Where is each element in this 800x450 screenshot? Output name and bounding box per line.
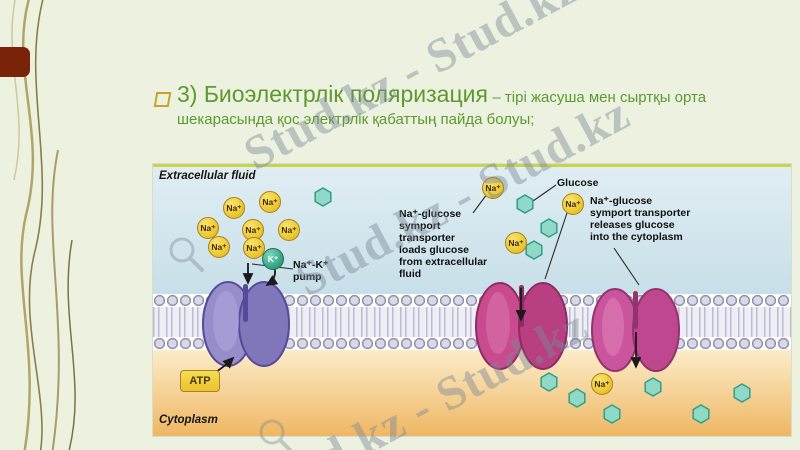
na-ion: Na⁺ — [259, 191, 281, 213]
title-bullet-icon — [153, 92, 172, 107]
na-ion: Na⁺ — [591, 373, 613, 395]
glucose-icon — [568, 388, 586, 408]
symport-transporter-left — [475, 282, 568, 370]
slide-title: 3) Биоэлектрлік поляризация – тірі жасуш… — [177, 80, 755, 131]
glucose-icon — [692, 404, 710, 424]
diagram-art — [202, 184, 751, 424]
figure-top-rule — [153, 164, 791, 167]
na-ion: Na⁺ — [482, 177, 504, 199]
slide-accent-tab — [0, 47, 30, 77]
glucose-icon — [516, 194, 534, 214]
membrane-transport-figure: Extracellular fluid Cytoplasm Na⁺ Na⁺ Na… — [152, 163, 792, 437]
glucose-icon — [540, 218, 558, 238]
pump-label: Na⁺-K⁺ pump — [293, 259, 329, 284]
na-ion: Na⁺ — [208, 236, 230, 258]
atp-badge: ATP — [180, 370, 220, 392]
k-ion: K⁺ — [262, 248, 284, 270]
sodium-potassium-pump — [202, 281, 290, 367]
na-ion: Na⁺ — [505, 232, 527, 254]
symport-load-label: Na⁺-glucose symport transporter loads gl… — [399, 208, 488, 281]
glucose-icon — [644, 377, 662, 397]
glucose-icon — [603, 404, 621, 424]
glucose-icon — [540, 372, 558, 392]
na-ion: Na⁺ — [243, 237, 265, 259]
na-ion: Na⁺ — [278, 219, 300, 241]
symport-release-label: Na⁺-glucose symport transporter releases… — [590, 195, 691, 244]
glucose-label: Glucose — [557, 177, 599, 189]
na-ion: Na⁺ — [223, 197, 245, 219]
slide-title-sub: – тірі жасуша мен сыртқы орта шекарасынд… — [177, 89, 707, 128]
cytoplasm-label: Cytoplasm — [159, 414, 218, 426]
glucose-icon — [733, 383, 751, 403]
slide-title-main: 3) Биоэлектрлік поляризация — [177, 81, 488, 107]
symport-transporter-right — [591, 288, 680, 372]
na-ion: Na⁺ — [562, 193, 584, 215]
na-ion: Na⁺ — [197, 217, 219, 239]
glucose-icon — [314, 187, 332, 207]
extracellular-fluid-label: Extracellular fluid — [159, 170, 256, 182]
glucose-icon — [525, 240, 543, 260]
